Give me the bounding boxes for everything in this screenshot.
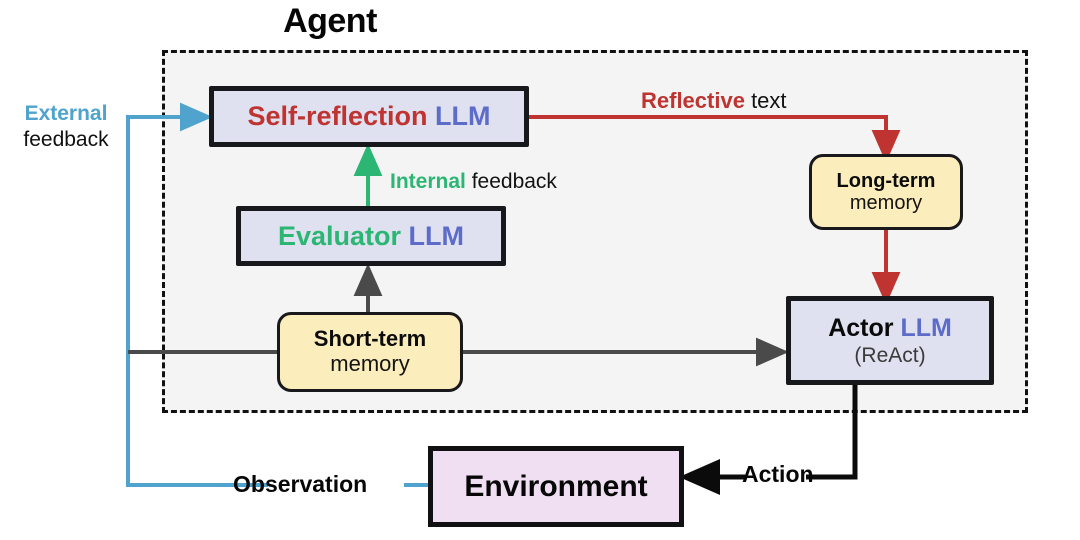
node-actor-llm[interactable]: Actor LLM (ReAct): [786, 296, 994, 385]
environment-label: Environment: [464, 469, 648, 503]
evaluator-name: Evaluator: [277, 220, 402, 251]
long-term-memory-line1: Long-term: [836, 169, 936, 192]
edge-label-reflective-text: Reflective text: [641, 88, 787, 114]
actor-sublabel: (ReAct): [854, 343, 926, 367]
actor-type: LLM: [900, 313, 952, 342]
agent-title: Agent: [283, 2, 377, 40]
evaluator-label: Evaluator LLM: [278, 221, 464, 251]
edge-action: [679, 385, 858, 495]
node-environment[interactable]: Environment: [428, 446, 684, 527]
edge-label-observation: Observation: [233, 471, 368, 497]
node-short-term-memory[interactable]: Short-term memory: [277, 312, 463, 392]
node-long-term-memory[interactable]: Long-term memory: [809, 154, 963, 230]
node-evaluator-llm[interactable]: Evaluator LLM: [236, 206, 506, 266]
short-term-memory-line2: memory: [330, 351, 410, 376]
edge-external-feedback: [126, 102, 268, 487]
reflective-highlight: Reflective: [641, 88, 745, 113]
node-self-reflection-llm[interactable]: Self-reflection LLM: [209, 86, 529, 147]
actor-label: Actor LLM: [828, 314, 952, 342]
edge-label-external-feedback: External feedback: [10, 101, 122, 154]
edge-reflective-text: [529, 115, 901, 163]
external-highlight: External: [24, 102, 108, 125]
edge-label-internal-feedback: Internal feedback: [390, 170, 557, 194]
short-term-memory-line1: Short-term: [313, 326, 427, 352]
reflective-tail: text: [744, 88, 787, 113]
evaluator-type: LLM: [408, 220, 465, 251]
internal-highlight: Internal: [390, 170, 466, 193]
self-reflection-label: Self-reflection LLM: [247, 101, 490, 131]
edge-label-action: Action: [742, 461, 814, 487]
actor-name: Actor: [828, 313, 894, 342]
long-term-memory-line2: memory: [849, 192, 923, 214]
external-tail: feedback: [23, 128, 109, 152]
internal-tail: feedback: [465, 170, 557, 193]
self-reflection-type: LLM: [435, 101, 491, 132]
self-reflection-name: Self-reflection: [247, 101, 428, 132]
